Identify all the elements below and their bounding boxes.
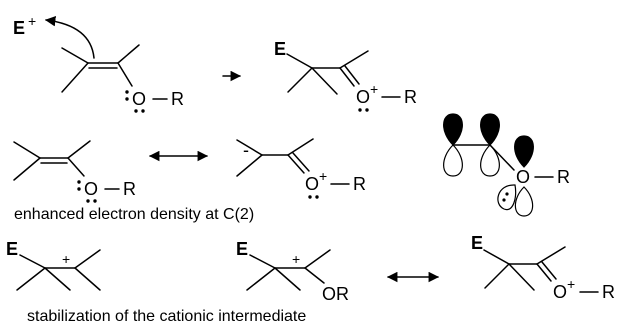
bond [508,263,535,291]
bond [489,144,515,171]
enol-ether-resonance-left: O R [13,140,136,203]
p-orbital-lobe [480,113,500,146]
lone-pair-dot [502,198,506,202]
oxygen-label: O [516,167,530,187]
carbanion-minus: - [243,140,249,160]
r-group-label: R [602,282,615,302]
bond [117,44,140,64]
r-group-label: R [557,167,570,187]
caption-stabilization: stabilization of the cationic intermedia… [27,308,306,325]
lone-pair-dot [93,199,97,203]
oxonium-plus: + [319,168,327,184]
tertiary-carbocation: E + [6,239,101,291]
lone-pair-dot [365,108,369,112]
lone-pair-dot [505,192,509,196]
bond [74,249,101,269]
caption-electron-density: enhanced electron density at C(2) [14,206,254,223]
electrophile-label: E [13,18,25,38]
electrophile-label: E [6,239,18,259]
bond [67,140,91,159]
bond [13,141,41,159]
lone-pair-dot [134,109,138,113]
p-orbital-lobe [443,113,463,146]
bond [74,267,101,291]
lone-pair-dot [141,109,145,113]
oxygen-label: O [553,282,567,302]
electrophile-label: E [274,39,286,59]
oxygen-label: O [84,179,98,199]
bond [304,267,325,284]
bond [117,62,133,87]
alkoxy-carbocation: E + OR [236,239,349,304]
lone-pair-dot [315,195,319,199]
r-group-label: R [171,89,184,109]
oxocarbenium-resonance: E O + R [471,233,615,302]
p-orbital-lobe [514,135,534,168]
carbocation-plus: + [62,251,70,267]
oxygen-label: O [132,89,146,109]
lone-pair-dot [86,199,90,203]
double-bond [541,261,557,280]
oxygen-label: O [305,174,319,194]
bond [61,47,89,64]
double-bond [292,152,310,172]
lone-pair-dot [308,195,312,199]
electrophile-label: E [471,233,483,253]
curved-arrow [44,15,95,59]
lone-pair-dot [125,97,129,101]
double-bond [287,154,305,174]
bond [287,138,314,156]
bond [286,53,313,69]
bond [246,267,276,291]
lone-pair-dot [125,90,129,94]
lone-pair-orbital [514,186,534,217]
bond [339,50,369,69]
oxonium-plus: + [370,81,378,97]
or-group-label: OR [322,284,349,304]
p-orbital-lobe [480,144,500,177]
bond [287,67,313,93]
bond [236,154,263,177]
electrophile-label: E [236,239,248,259]
r-group-label: R [123,179,136,199]
enol-ether-resonance-right: - O + R [236,138,366,199]
bond [304,249,331,269]
enol-ether-attack: E + O R [13,13,184,113]
double-bond [339,67,355,87]
carbocation-plus: + [292,251,300,267]
p-orbital-lobe [443,144,463,177]
bond [44,267,71,291]
bond [236,139,263,156]
bond [311,67,338,95]
bond [249,254,276,269]
oxonium-plus: + [567,276,575,292]
bond [13,157,41,181]
bond [16,267,46,291]
p-orbital-diagram: O R [443,113,570,217]
bond [274,267,301,291]
bond [61,62,89,93]
bond [19,254,46,269]
electrophile-plus: + [28,13,36,29]
r-group-label: R [404,87,417,107]
double-bond [344,65,360,85]
bond [536,246,566,265]
bond [484,263,510,289]
r-group-label: R [353,174,366,194]
bond [67,157,85,177]
lone-pair-dot [77,187,81,191]
bond [483,249,510,265]
double-bond [536,263,552,282]
lone-pair-orbital [497,184,517,211]
lone-pair-dot [358,108,362,112]
lone-pair-dot [77,180,81,184]
oxocarbenium-product: E O + R [274,39,417,112]
oxygen-label: O [356,87,370,107]
